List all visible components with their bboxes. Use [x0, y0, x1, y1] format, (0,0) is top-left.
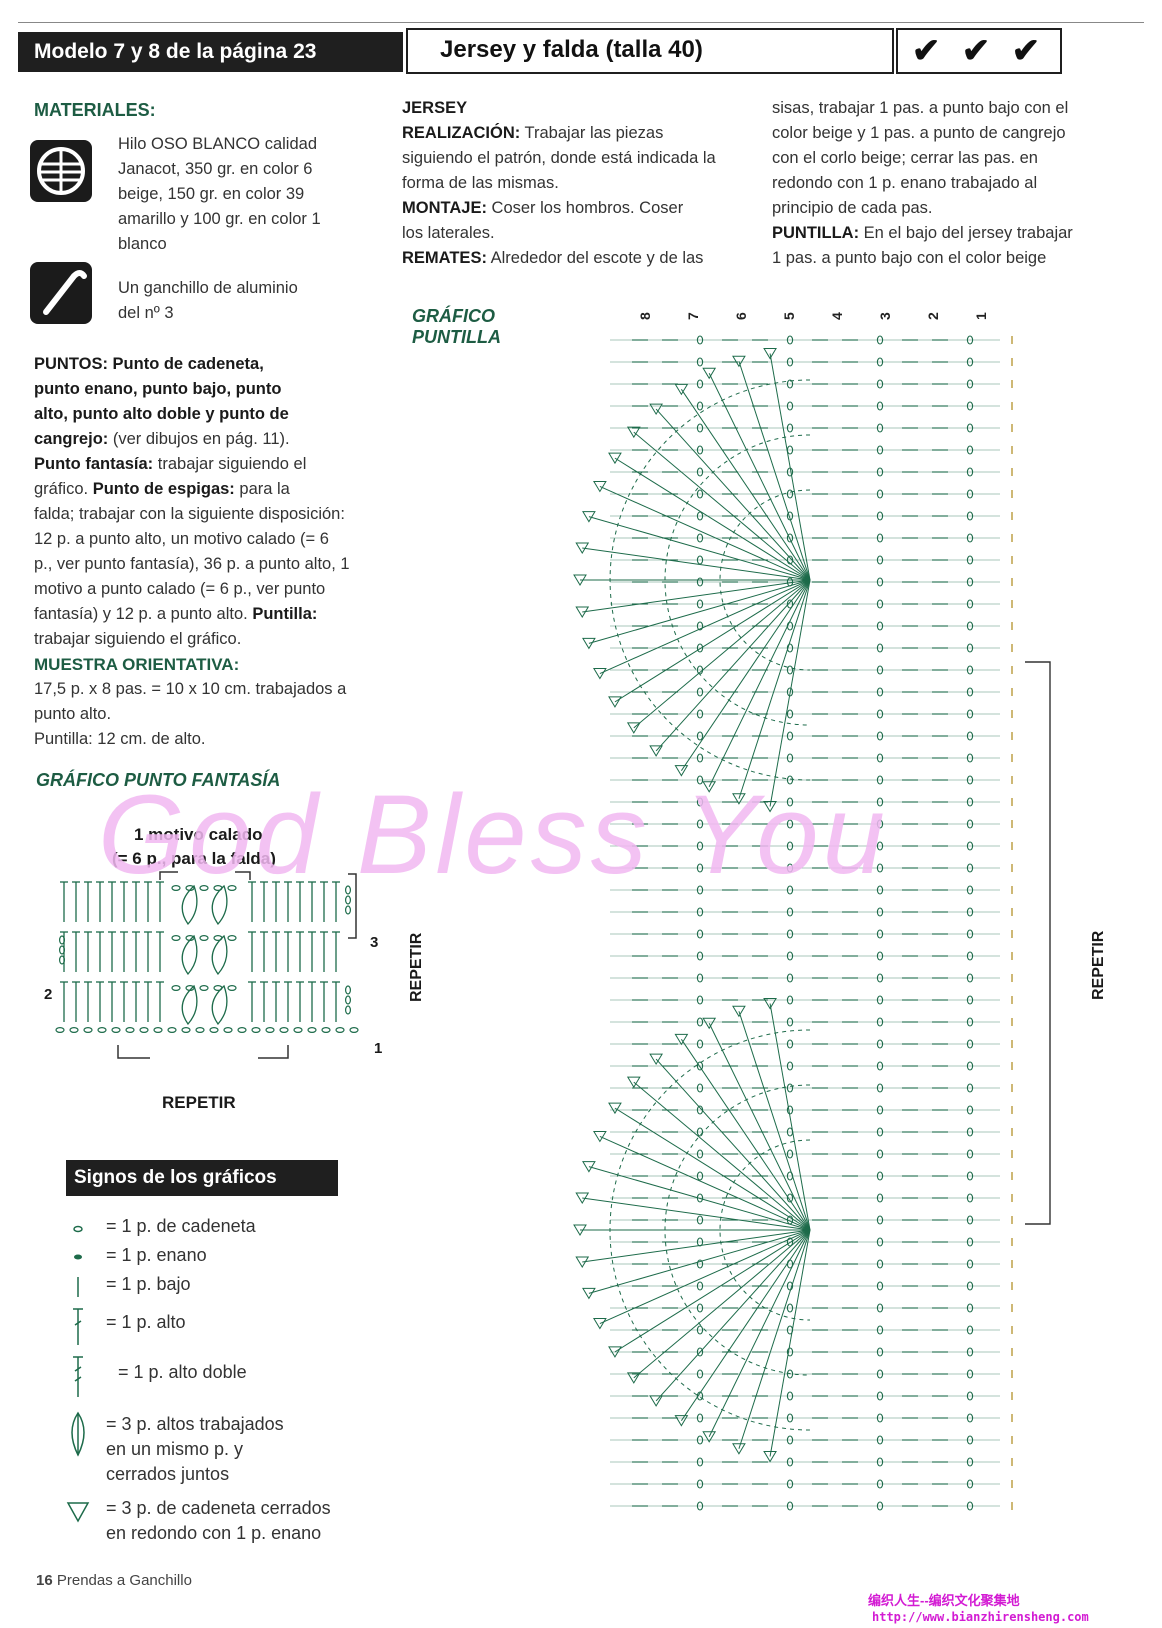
chart-row-number: 7 — [685, 312, 701, 320]
hook-description: Un ganchillo de aluminio del nº 3 — [118, 279, 298, 322]
crochet-hook-icon — [30, 262, 92, 324]
base-chain — [153, 1027, 163, 1034]
base-chain — [139, 1027, 149, 1034]
base-chain — [83, 1027, 93, 1034]
scallop-fan — [573, 347, 811, 813]
site-name: 编织人生--编织文化聚集地 — [868, 1593, 1020, 1608]
cluster-leaf — [181, 884, 198, 926]
double-crochet-icon — [73, 1308, 83, 1345]
motivo-sublabel: (= 6 p., para la falda) — [112, 849, 276, 868]
chart-row-number: 8 — [637, 312, 653, 320]
model-label: Modelo 7 y 8 de la página 23 — [18, 32, 403, 72]
repeat-bracket — [1025, 661, 1051, 1225]
repetir-bottom-label: REPETIR — [162, 1093, 236, 1112]
base-chain — [55, 1027, 65, 1034]
repeat-bracket — [117, 1045, 289, 1059]
cluster-icon — [71, 1411, 85, 1457]
base-chain — [125, 1027, 135, 1034]
row-number-1: 1 — [374, 1040, 383, 1057]
row-repeat-bracket — [348, 873, 357, 939]
legend-double: = 1 p. alto — [106, 1312, 186, 1332]
base-chain — [279, 1027, 289, 1034]
slip-stitch-icon — [74, 1254, 82, 1260]
base-chain — [167, 1027, 177, 1034]
yarn-ball-icon — [30, 140, 92, 202]
page-footer: 16 Prendas a Ganchillo — [36, 1572, 192, 1589]
base-chain — [209, 1027, 219, 1034]
legend-cluster: = 3 p. altos trabajados en un mismo p. y… — [106, 1414, 284, 1484]
cluster-leaf — [181, 984, 198, 1026]
row-number-2: 2 — [44, 986, 53, 1003]
difficulty-rating: ✔ ✔ ✔ — [896, 28, 1062, 74]
materials-heading: MATERIALES: — [34, 100, 156, 120]
treble-crochet-icon — [73, 1356, 83, 1397]
legend-single: = 1 p. bajo — [106, 1274, 191, 1294]
fantasia-stitch-chart — [55, 871, 359, 1059]
puntilla-stitch-chart: 8 7 6 5 4 3 2 1 — [573, 312, 1051, 1511]
picot-icon — [66, 1502, 90, 1523]
base-chain — [349, 1027, 359, 1034]
row-number-3: 3 — [370, 934, 379, 951]
chart-row-number: 2 — [925, 312, 941, 320]
chain-stitch-icon — [73, 1225, 83, 1233]
chart-row-number: 5 — [781, 312, 797, 320]
chart-row-number: 4 — [829, 312, 845, 320]
chart-row-number: 6 — [733, 312, 749, 320]
legend-slip: = 1 p. enano — [106, 1245, 207, 1265]
scallop-fan — [573, 997, 811, 1463]
jersey-section-col3: sisas, trabajar 1 pas. a punto bajo con … — [772, 99, 1073, 267]
cluster-leaf — [211, 884, 228, 926]
chart-row — [59, 931, 340, 976]
chart-row-number: 1 — [973, 312, 989, 320]
cluster-leaf — [211, 934, 228, 976]
legend-symbols — [66, 1225, 90, 1523]
base-chain — [195, 1027, 205, 1034]
chart-row-number: 3 — [877, 312, 893, 320]
base-chain — [97, 1027, 107, 1034]
page-title: Jersey y falda (talla 40) — [406, 28, 894, 74]
motivo-bracket — [159, 871, 251, 880]
motivo-label: 1 motivo calado — [134, 825, 263, 844]
base-chain — [111, 1027, 121, 1034]
chart-row — [60, 981, 352, 1026]
base-chain — [223, 1027, 233, 1034]
cluster-leaf — [181, 934, 198, 976]
jersey-section: JERSEY REALIZACIÓN: Trabajar las piezas … — [402, 99, 716, 267]
legend-title: Signos de los gráficos — [66, 1160, 338, 1196]
base-chain — [181, 1027, 191, 1034]
legend-chain: = 1 p. de cadeneta — [106, 1216, 256, 1236]
repetir-side-label: REPETIR — [408, 932, 425, 1002]
base-chain — [335, 1027, 345, 1034]
fantasia-chart-title: GRÁFICO PUNTO FANTASÍA — [36, 770, 281, 790]
base-chain — [321, 1027, 331, 1034]
puntilla-repetir-label: REPETIR — [1090, 930, 1107, 1000]
base-chain — [237, 1027, 247, 1034]
base-chain — [251, 1027, 261, 1034]
base-chain — [69, 1027, 79, 1034]
puntilla-chart-title: GRÁFICO PUNTILLA — [412, 306, 501, 347]
muestra-heading: MUESTRA ORIENTATIVA: — [34, 655, 240, 674]
chart-row — [60, 881, 352, 926]
puntos-section: PUNTOS: Punto de cadeneta, punto enano, … — [34, 352, 384, 752]
site-url: http://www.bianzhirensheng.com — [872, 1610, 1089, 1624]
base-chain — [307, 1027, 317, 1034]
legend-treble: = 1 p. alto doble — [118, 1362, 247, 1382]
yarn-description: Hilo OSO BLANCO calidad Janacot, 350 gr.… — [118, 135, 321, 253]
base-chain — [293, 1027, 303, 1034]
top-rule — [18, 22, 1144, 23]
base-chain — [265, 1027, 275, 1034]
cluster-leaf — [211, 984, 228, 1026]
legend-picot: = 3 p. de cadeneta cerrados en redondo c… — [106, 1498, 331, 1543]
